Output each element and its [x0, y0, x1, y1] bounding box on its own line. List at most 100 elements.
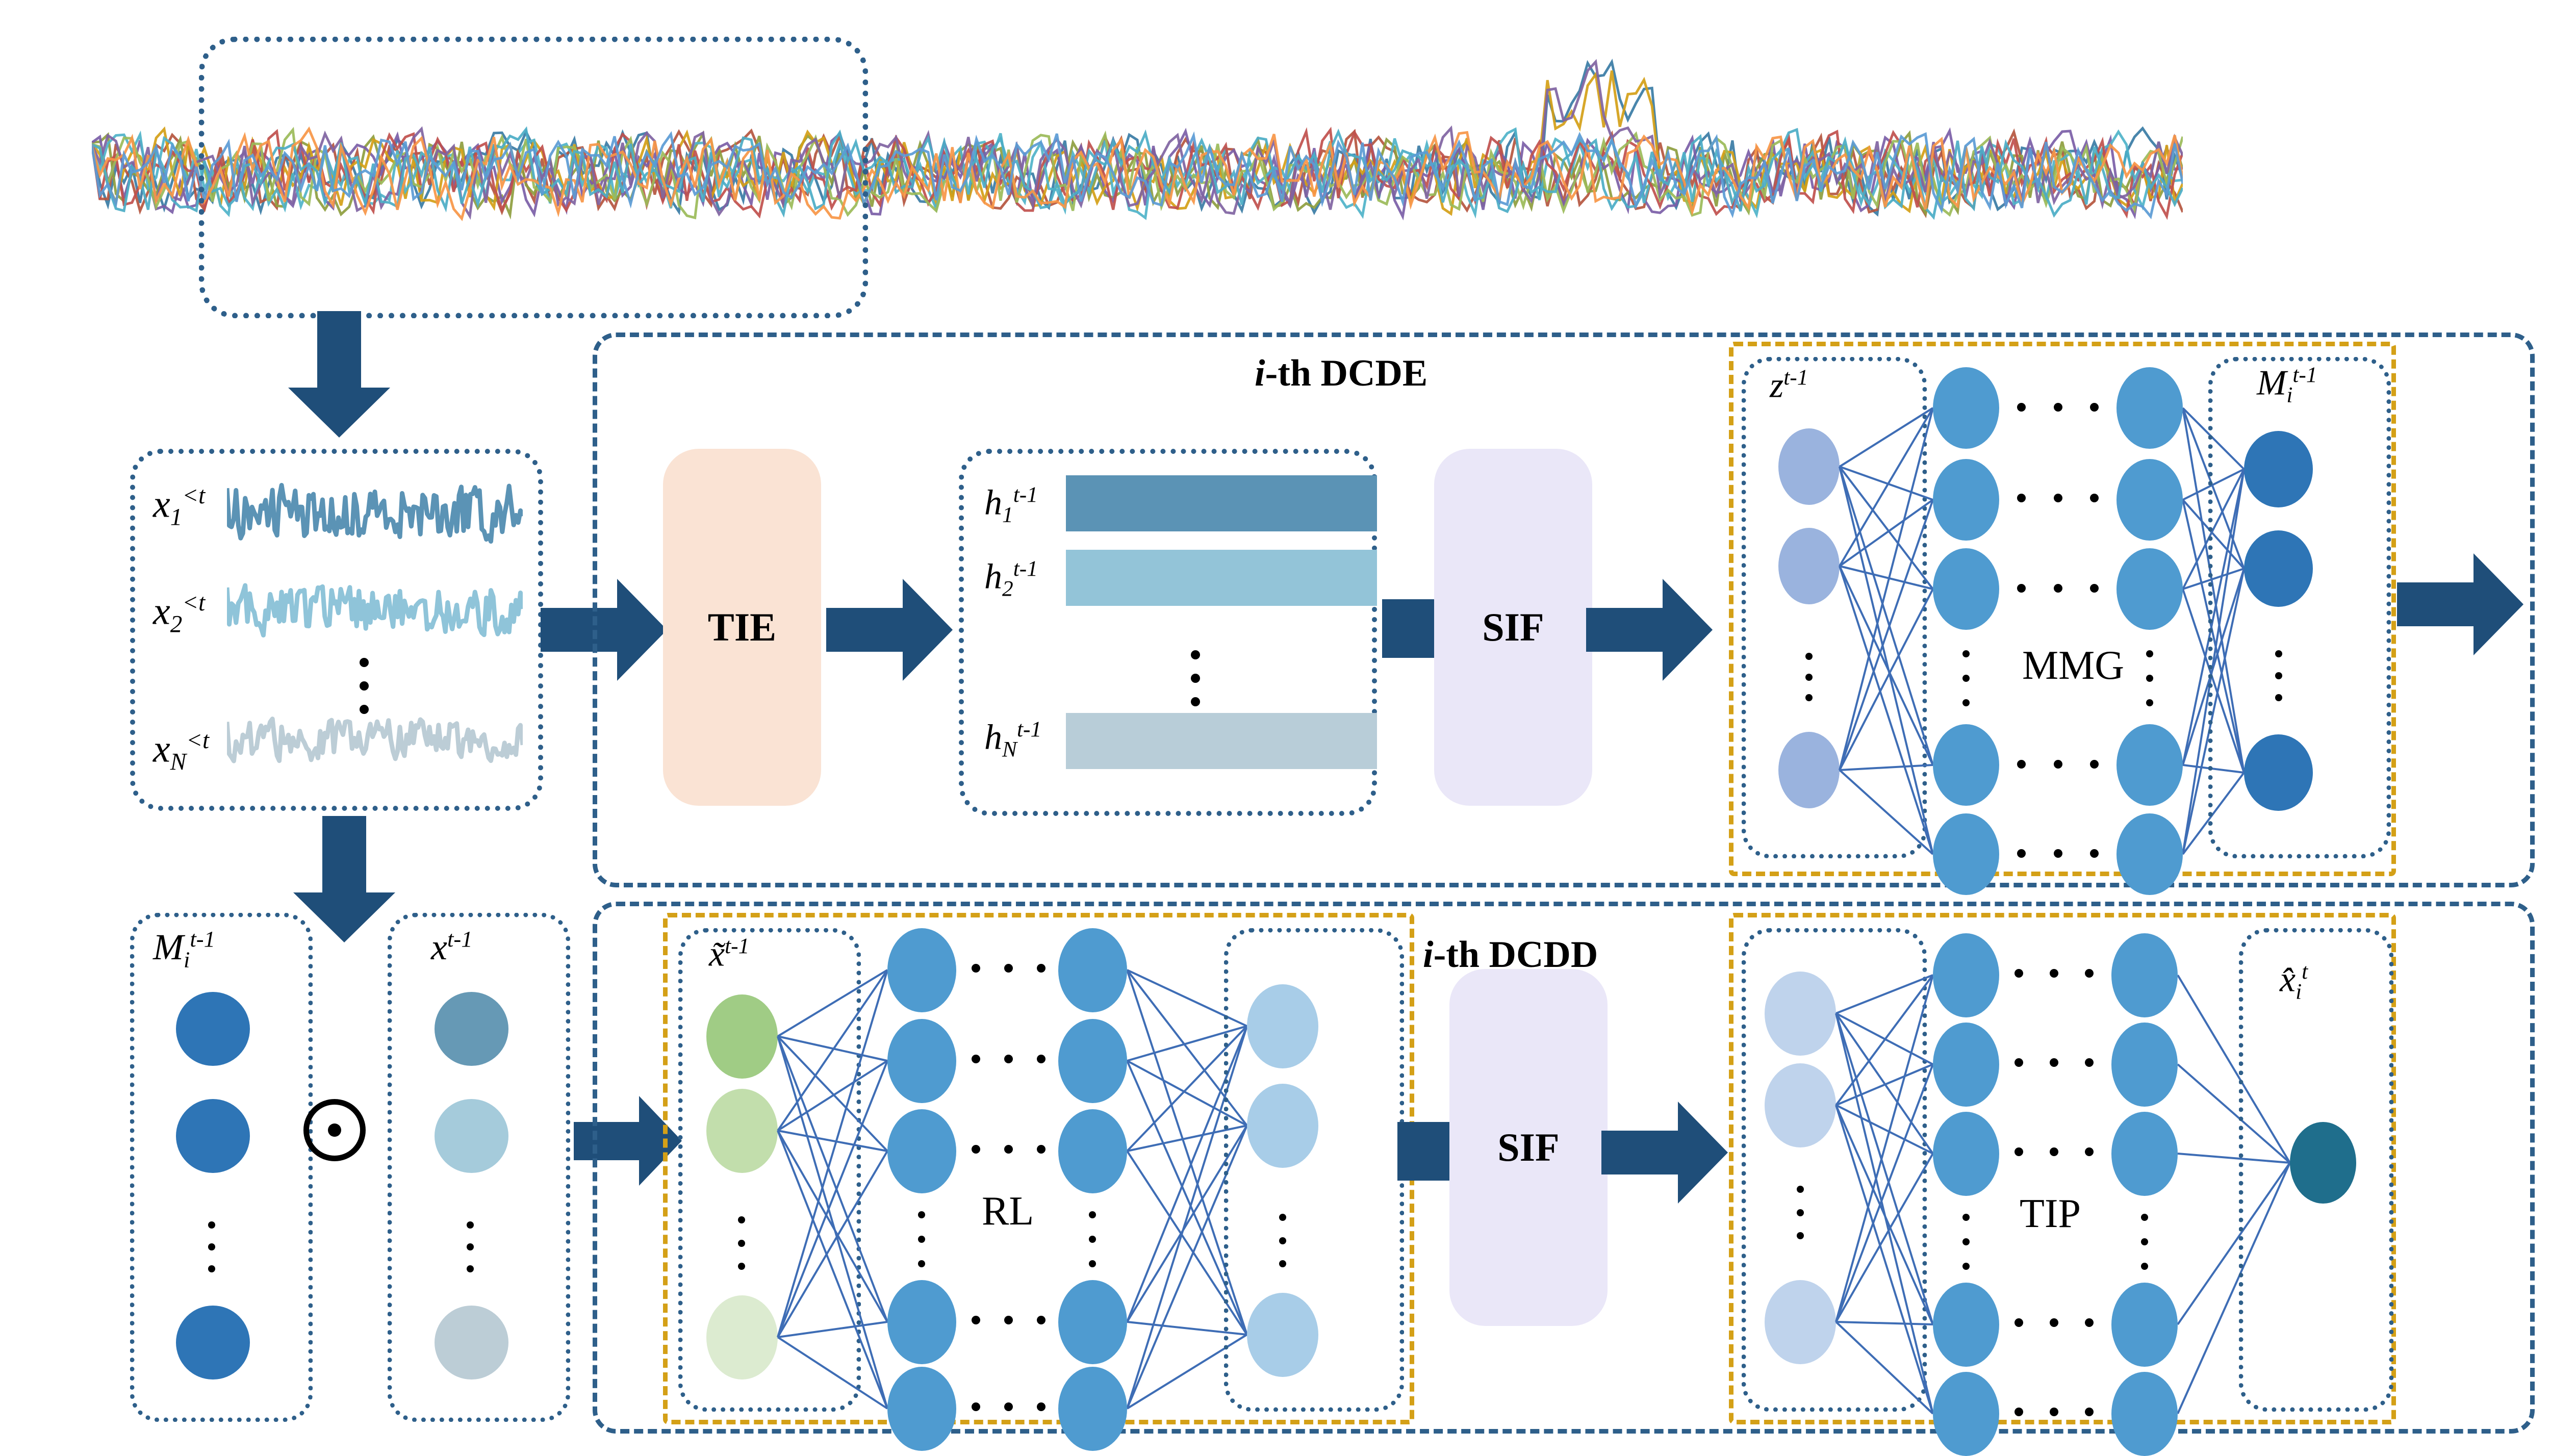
x-tilde-node-3: [706, 1295, 778, 1380]
dcde-container: [593, 333, 2535, 887]
arrow-input-to-mask: [291, 816, 398, 943]
mask-col-ellipsis: [208, 1221, 215, 1272]
tip-h1-node-5: [1933, 1372, 1999, 1456]
tip-row2-ellipsis: [2014, 1058, 2094, 1067]
rl-out-node-1: [1247, 984, 1318, 1068]
sif-module-top[interactable]: SIF: [1434, 449, 1592, 806]
tip-h2-node-4: [2111, 1283, 2178, 1367]
rl-label: RL: [982, 1189, 1034, 1234]
rl-h2-node-2: [1058, 1019, 1127, 1103]
tip-gold-container: [1729, 913, 2396, 1424]
mmg-h1-node-3: [1933, 548, 1999, 630]
tip-h2-node-1: [2111, 933, 2178, 1017]
tip-h1-node-1: [1933, 933, 1999, 1017]
rl-h1-node-4: [887, 1280, 956, 1364]
label-x-hat: x̂it: [2280, 959, 2308, 1004]
label-Mi-top: Mit-1: [2257, 363, 2317, 407]
rl-out-ellipsis: [1279, 1214, 1286, 1267]
rl-h2-ellipsis: [1089, 1211, 1096, 1267]
connector-rl-to-sif: [1397, 1122, 1454, 1181]
mask-node-top-3: [2244, 734, 2313, 811]
tip-h1-node-4: [1933, 1283, 1999, 1367]
tip-in-node-2: [1765, 1063, 1836, 1147]
hidden-bar-N: [1066, 713, 1377, 769]
arrow-sif-to-mmg: [1586, 576, 1714, 683]
label-h1: h1t-1: [984, 482, 1038, 527]
mmg-edges: [1729, 342, 2387, 867]
rl-out-node-2: [1247, 1084, 1318, 1168]
label-x2: x2<t: [153, 590, 206, 638]
tip-row5-ellipsis: [2014, 1408, 2094, 1416]
dcdd-title: ii-th DCDD-th DCDD: [1423, 934, 1598, 976]
rl-h1-node-3: [887, 1109, 956, 1193]
mmg-h2-node-1: [2116, 367, 2183, 449]
x-prev-node-3: [435, 1306, 508, 1380]
rl-h1-node-5: [887, 1367, 956, 1451]
z-node-2: [1778, 528, 1840, 604]
label-hN: hNt-1: [984, 717, 1042, 762]
tip-h2-ellipsis: [2141, 1214, 2148, 1270]
tip-h1-ellipsis: [1962, 1214, 1970, 1270]
arrow-dcde-output: [2397, 551, 2524, 658]
mmg-label: MMG: [2022, 643, 2125, 688]
mmg-h2-node-5: [2116, 813, 2183, 895]
z-node-1: [1778, 428, 1840, 505]
input-series-waveforms: [227, 464, 523, 780]
label-xN: xN<t: [153, 727, 210, 776]
tip-in-ellipsis: [1797, 1186, 1804, 1239]
rl-h1-ellipsis: [918, 1211, 925, 1267]
label-x-tilde: x̃t-1: [709, 934, 750, 974]
x-prev-node-1: [435, 992, 508, 1066]
tip-h2-node-2: [2111, 1023, 2178, 1107]
tip-row1-ellipsis: [2014, 969, 2094, 978]
mask-node-top-2: [2244, 530, 2313, 607]
rl-h2-node-1: [1058, 928, 1127, 1012]
tip-label: TIP: [2020, 1191, 2081, 1236]
z-ellipsis: [1805, 653, 1813, 701]
tip-row4-ellipsis: [2014, 1318, 2094, 1327]
tip-in-node-1: [1765, 972, 1836, 1056]
rl-h2-node-4: [1058, 1280, 1127, 1364]
timeseries-panel: [92, 20, 2183, 280]
mmg-gold-container: [1729, 342, 2396, 876]
xhat-output-box: [2239, 928, 2393, 1412]
mmg-h1-node-5: [1933, 813, 1999, 895]
label-x1: x1<t: [153, 482, 206, 531]
rl-h1-node-1: [887, 928, 956, 1012]
mmg-h2-node-3: [2116, 548, 2183, 630]
label-x-prev: xt-1: [431, 926, 473, 967]
mask-node-1: [176, 992, 250, 1066]
x-prev-node-2: [435, 1099, 508, 1173]
timeseries-selection-window[interactable]: [199, 37, 868, 318]
x-prev-ellipsis: [467, 1221, 474, 1272]
rl-h2-node-3: [1058, 1109, 1127, 1193]
arrow-sif-to-tip: [1601, 1099, 1729, 1206]
tip-h1-node-2: [1933, 1023, 1999, 1107]
mask-top-ellipsis: [2275, 650, 2282, 701]
rl-h1-node-2: [887, 1019, 956, 1103]
tip-h1-node-3: [1933, 1112, 1999, 1196]
hadamard-product-icon: [303, 1099, 366, 1161]
connector-hidden-to-sif: [1382, 599, 1438, 658]
dcde-title: ii-th DCDE-th DCDE: [1255, 352, 1428, 394]
tie-module[interactable]: TIE: [663, 449, 821, 806]
tip-edges: [1729, 913, 2387, 1415]
label-h2: h2t-1: [984, 556, 1038, 601]
xhat-node: [2290, 1122, 2356, 1204]
sif-module-bottom[interactable]: SIF: [1449, 969, 1608, 1326]
tip-in-node-3: [1765, 1280, 1836, 1364]
mask-node-3: [176, 1306, 250, 1380]
mmg-h1-node-1: [1933, 367, 1999, 449]
mmg-row1-ellipsis: [2017, 403, 2099, 412]
mmg-h2-ellipsis: [2146, 650, 2153, 706]
arrow-input-to-tie: [541, 576, 668, 683]
mmg-h2-node-4: [2116, 724, 2183, 806]
mmg-h1-node-2: [1933, 459, 1999, 541]
rl-out-node-3: [1247, 1293, 1318, 1377]
x-tilde-node-2: [706, 1089, 778, 1173]
mmg-row5-ellipsis: [2017, 849, 2099, 858]
arrow-mask-to-dcdd: [574, 1094, 683, 1188]
mmg-row3-ellipsis: [2017, 584, 2099, 593]
mmg-h1-ellipsis: [1962, 650, 1970, 706]
input-series-ellipsis: [360, 658, 369, 714]
